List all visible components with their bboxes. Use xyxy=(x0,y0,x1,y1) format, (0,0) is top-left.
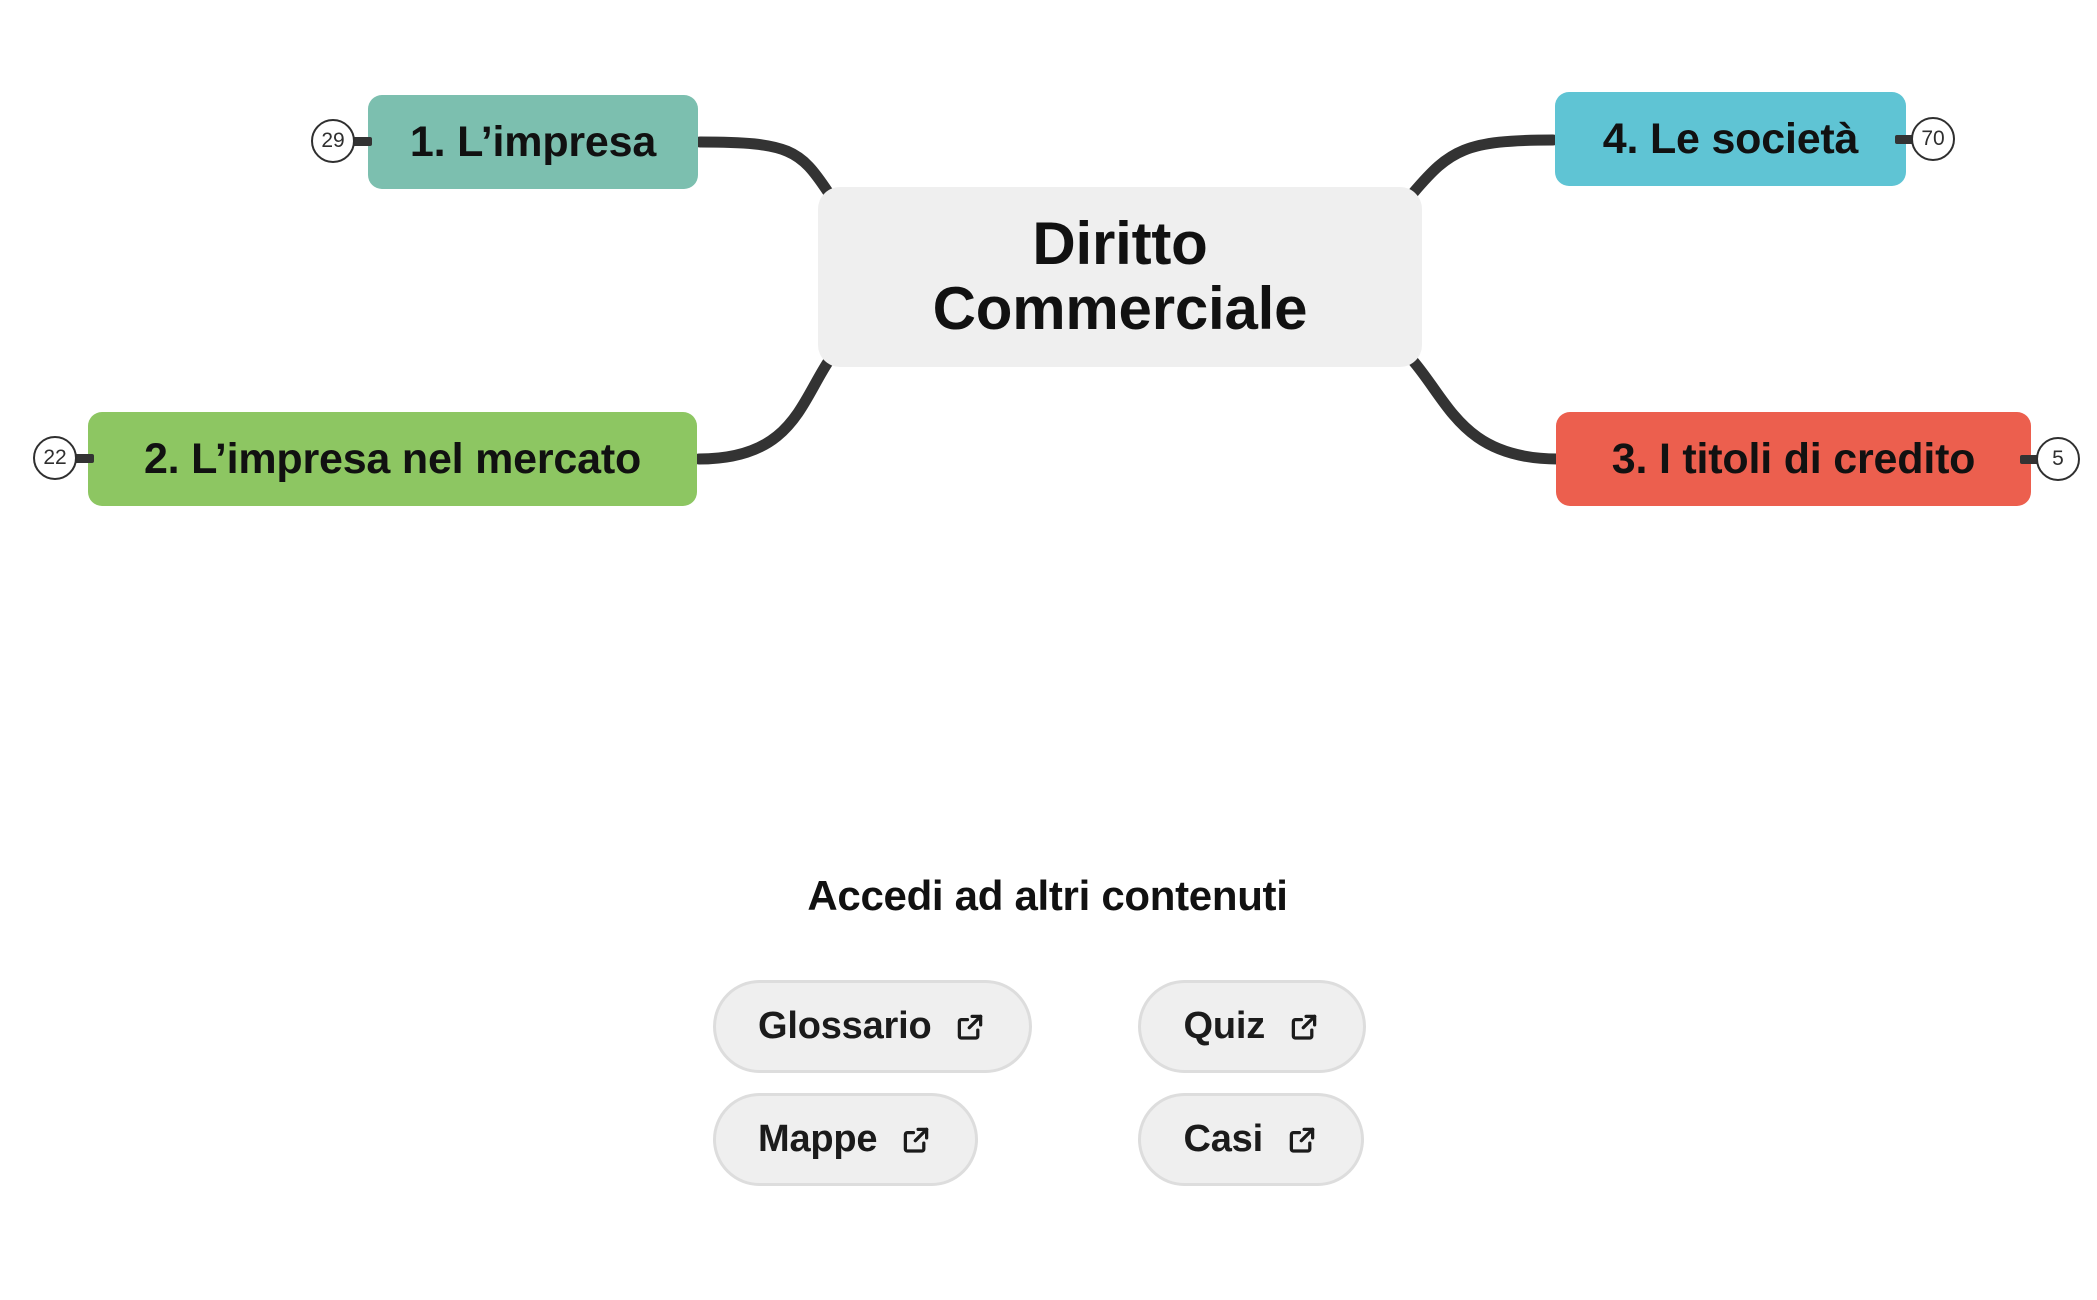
casi-button-label: Casi xyxy=(1183,1118,1263,1160)
badge-connector-stub xyxy=(72,454,94,463)
badge-count-node-2[interactable]: 22 xyxy=(33,436,77,480)
branch-node-label: 3. I titoli di credito xyxy=(1611,434,1976,483)
quiz-button-label: Quiz xyxy=(1183,1005,1266,1047)
external-link-icon xyxy=(1287,1010,1321,1044)
casi-button[interactable]: Casi xyxy=(1138,1093,1364,1186)
badge-connector-stub xyxy=(1895,135,1917,144)
badge-count-node-4[interactable]: 70 xyxy=(1911,117,1955,161)
external-link-icon xyxy=(953,1010,987,1044)
extras-title: Accedi ad altri contenuti xyxy=(807,872,1288,919)
extras-section: Accedi ad altri contenuti Glossario xyxy=(0,872,2097,1186)
badge-connector-stub xyxy=(2020,455,2042,464)
connector-center-to-node-3 xyxy=(1408,356,1564,465)
extras-cell: Quiz xyxy=(1054,980,1367,1073)
branch-node-label: 1. L’impresa xyxy=(409,117,657,166)
connector-center-to-node-2 xyxy=(693,356,834,465)
mappe-button-label: Mappe xyxy=(757,1118,878,1160)
badge-count-node-1[interactable]: 29 xyxy=(311,119,355,163)
center-node[interactable]: Diritto Commerciale xyxy=(818,187,1422,367)
extras-cell: Casi xyxy=(1054,1093,1364,1186)
branch-node-2-limpresa-nel-mercato[interactable]: 2. L’impresa nel mercato xyxy=(88,412,697,506)
extras-cell: Mappe xyxy=(712,1093,979,1186)
badge-count-node-3[interactable]: 5 xyxy=(2036,437,2080,481)
center-node-title-line1: Diritto xyxy=(1032,210,1208,278)
branch-node-label: 2. L’impresa nel mercato xyxy=(143,434,642,483)
branch-node-4-le-societa[interactable]: 4. Le società xyxy=(1555,92,1906,186)
mappe-button[interactable]: Mappe xyxy=(712,1093,979,1186)
external-link-icon xyxy=(899,1123,933,1157)
external-link-icon xyxy=(1285,1123,1319,1157)
glossario-button-label: Glossario xyxy=(757,1005,932,1047)
extras-cell: Glossario xyxy=(712,980,1033,1073)
center-node-title-line2: Commerciale xyxy=(932,275,1308,342)
connector-center-to-node-1 xyxy=(694,136,834,198)
extras-button-grid: Glossario Quiz xyxy=(712,980,1367,1186)
glossario-button[interactable]: Glossario xyxy=(712,980,1033,1073)
quiz-button[interactable]: Quiz xyxy=(1138,980,1367,1073)
branch-node-1-limpresa[interactable]: 1. L’impresa xyxy=(368,95,698,189)
branch-node-3-i-titoli-di-credito[interactable]: 3. I titoli di credito xyxy=(1556,412,2031,506)
branch-node-label: 4. Le società xyxy=(1602,114,1859,163)
connector-center-to-node-4 xyxy=(1408,134,1559,198)
badge-connector-stub xyxy=(350,137,372,146)
